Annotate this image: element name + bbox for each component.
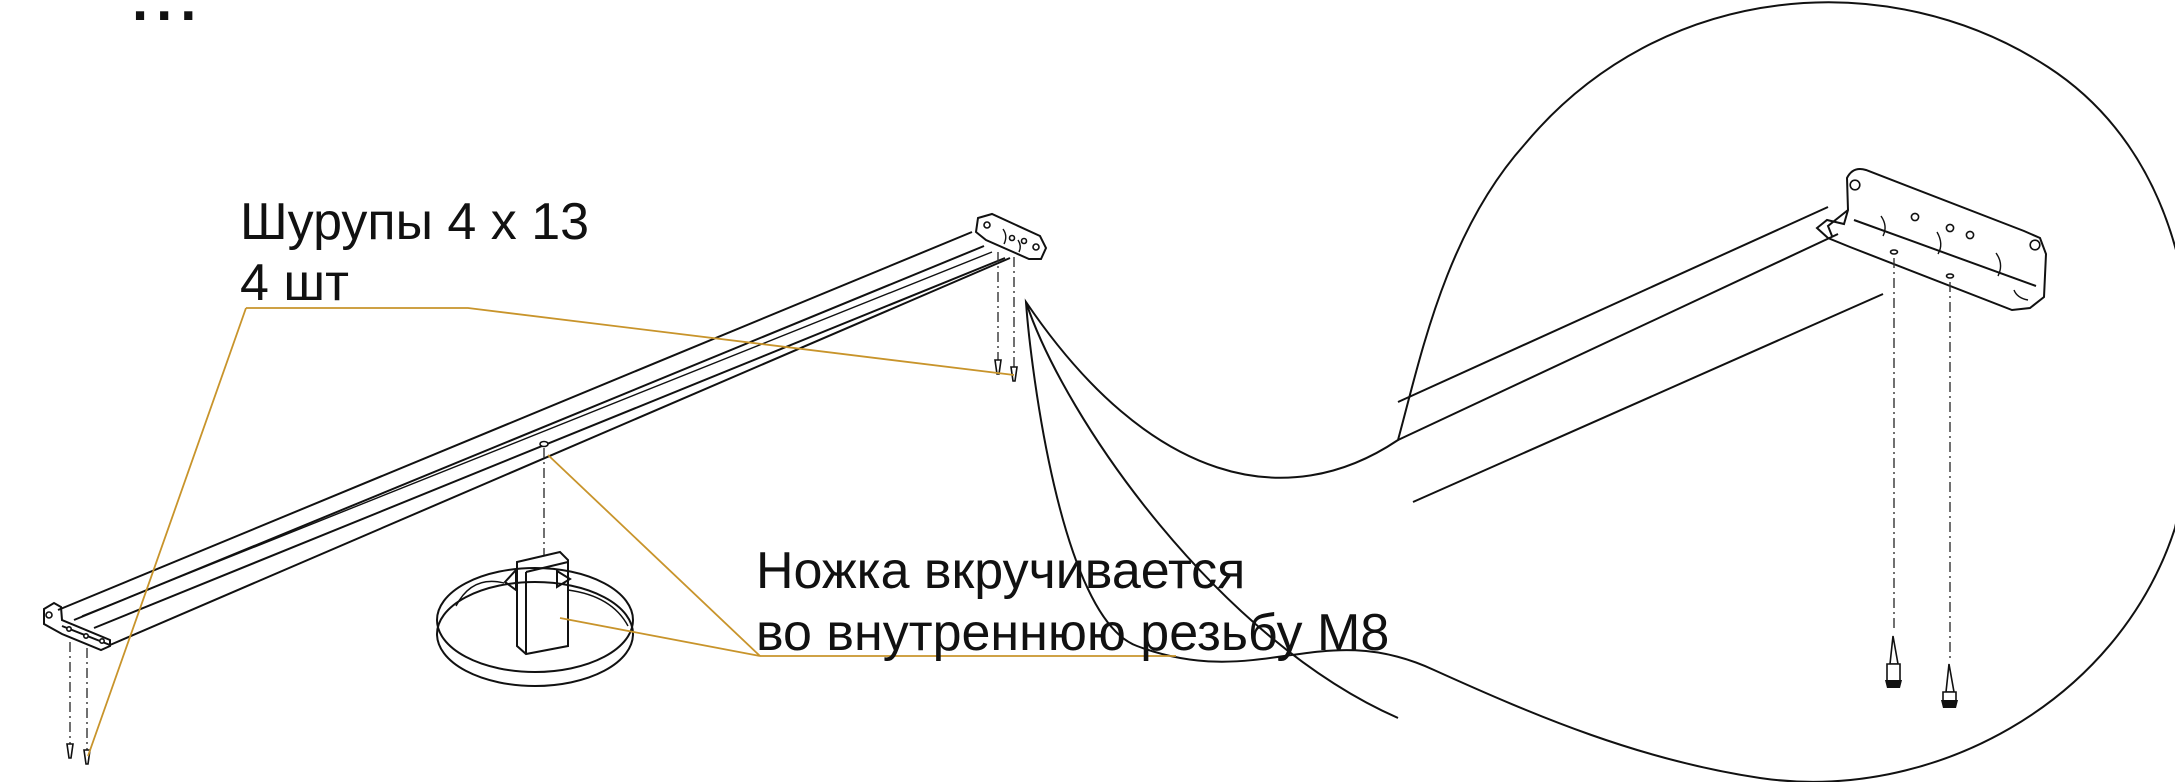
left-mounting-bracket-icon (43, 601, 111, 652)
leg-callout-line-2: во внутреннюю резьбу М8 (756, 604, 1390, 662)
detail-rail-icon (1397, 168, 2048, 503)
leader-lines (87, 307, 1176, 757)
detail-screw-axis-lines (1893, 258, 1951, 658)
page-title: ... (132, 0, 205, 33)
leg-callout-line-1: Ножка вкручивается (756, 542, 1246, 600)
screws-callout-line-2: 4 шт (240, 254, 349, 312)
screws-callout-line-1: Шурупы 4 х 13 (240, 193, 590, 251)
rail-frame-icon (57, 231, 1011, 646)
detail-screw-icons (1885, 635, 1958, 708)
rotating-leg-icon (436, 440, 634, 687)
right-mounting-bracket-icon (974, 212, 1048, 260)
magnifier-circle-icon (1024, 1, 2175, 782)
screw-axis-lines (69, 252, 1015, 754)
